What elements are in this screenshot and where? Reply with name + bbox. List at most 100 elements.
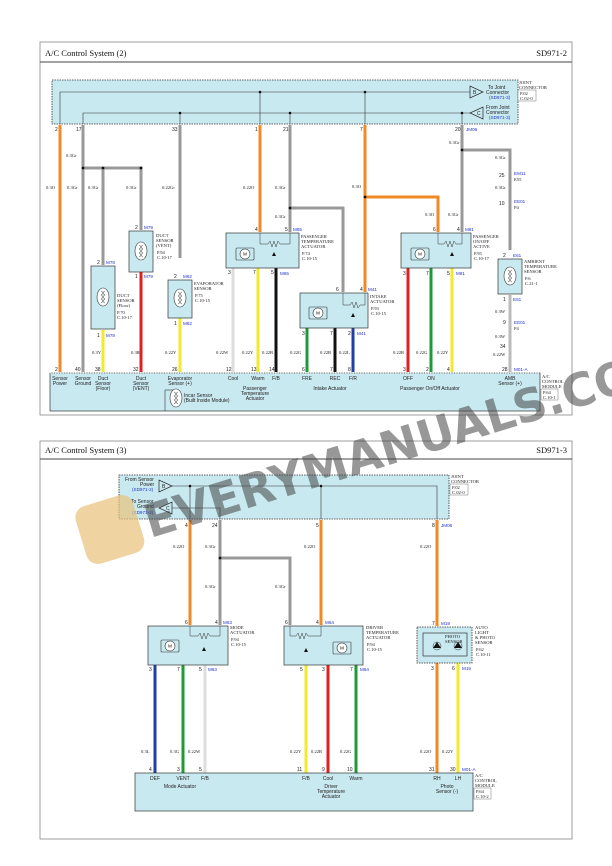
- svg-text:Duct: Duct: [98, 376, 109, 382]
- svg-text:P.62: P.62: [476, 647, 484, 652]
- wires: [153, 520, 460, 773]
- evaporator-sensor[interactable]: 2 M62 1 M62 EVAPORATOR SENSOR P.75 C.10-…: [167, 274, 225, 327]
- svg-text:2: 2: [55, 127, 58, 133]
- svg-text:Evaporator: Evaporator: [168, 376, 193, 382]
- to-joint-label: To Joint: [488, 85, 506, 91]
- svg-text:4: 4: [149, 767, 152, 773]
- diagram-ac-control-system-3: A/C Control System (3) SD971-3 B From Se…: [39, 440, 573, 840]
- svg-text:AMB: AMB: [505, 376, 517, 382]
- svg-text:FRE: FRE: [302, 376, 313, 382]
- svg-text:C: C: [477, 111, 481, 117]
- jm06-link[interactable]: JM06: [466, 127, 478, 132]
- driver-temperature-actuator[interactable]: 6 4 M64 5 3 7 M64 DRIVER TEMPERATURE ACT…: [283, 620, 399, 673]
- svg-text:5: 5: [271, 270, 274, 276]
- svg-text:0.3Gr: 0.3Gr: [67, 185, 78, 190]
- svg-text:P.02: P.02: [520, 91, 528, 96]
- ambient-temperature-sensor[interactable]: 2 E61 1 E61 AMBIENT TEMPERATURE SENSOR P…: [493, 253, 557, 357]
- svg-text:3: 3: [431, 666, 434, 672]
- svg-text:0.22Gr: 0.22Gr: [162, 185, 175, 190]
- to-joint-ref-link[interactable]: (SD971-3): [489, 95, 511, 100]
- svg-text:LIGHT: LIGHT: [475, 630, 489, 635]
- svg-text:CONTROL: CONTROL: [475, 778, 497, 783]
- svg-text:ACTUATOR: ACTUATOR: [370, 299, 395, 304]
- duct-sensor-floor[interactable]: 2 M78 1 M78 DUCT SENSOR (Floor) P.70 C.1…: [90, 260, 136, 339]
- svg-text:MODULE: MODULE: [542, 384, 562, 389]
- svg-text:4: 4: [447, 367, 450, 373]
- svg-text:6: 6: [302, 367, 305, 373]
- svg-text:P.93: P.93: [371, 306, 379, 311]
- em11-link[interactable]: EM11: [514, 171, 526, 176]
- svg-text:Sensor (+): Sensor (+): [168, 381, 192, 387]
- svg-text:Actuator: Actuator: [322, 794, 341, 800]
- svg-text:34: 34: [500, 344, 506, 350]
- svg-text:0.3Gr: 0.3Gr: [205, 584, 216, 589]
- svg-text:SENSOR: SENSOR: [156, 238, 175, 243]
- svg-text:B: B: [162, 484, 166, 490]
- svg-text:M41: M41: [368, 287, 377, 292]
- svg-text:M19: M19: [441, 621, 450, 626]
- svg-text:TEMPERATURE: TEMPERATURE: [366, 630, 399, 635]
- from-sensor-power-triangle: B: [158, 479, 173, 493]
- svg-text:M19: M19: [462, 666, 471, 671]
- svg-text:PASSENGER: PASSENGER: [473, 234, 500, 239]
- svg-text:TEMPERATURE: TEMPERATURE: [301, 239, 334, 244]
- svg-text:ACTIVE: ACTIVE: [473, 244, 490, 249]
- diagram-title: A/C Control System (2): [45, 48, 127, 58]
- svg-text:M81: M81: [465, 227, 474, 232]
- svg-text:M64: M64: [360, 667, 369, 672]
- svg-text:P.94: P.94: [367, 642, 375, 647]
- diagram-code: SD971-2: [536, 48, 567, 58]
- duct-sensor-vent[interactable]: 2 M79 1 M79 DUCT SENSOR (VENT) P.94 C.10…: [128, 225, 175, 280]
- svg-text:28: 28: [502, 367, 508, 373]
- svg-text:4: 4: [316, 620, 319, 626]
- m01a-link[interactable]: M01-A: [514, 367, 528, 372]
- svg-text:EE01: EE01: [514, 320, 526, 325]
- svg-text:ON/OFF: ON/OFF: [473, 239, 490, 244]
- auto-light-photo-sensor[interactable]: PHOTO SENSOR 7 M19 3 6 M19 AUTO LIGHT & …: [416, 621, 496, 672]
- svg-text:P.70: P.70: [117, 310, 125, 315]
- svg-text:20: 20: [455, 127, 461, 133]
- from-joint-ref-link[interactable]: (SD971-3): [489, 115, 511, 120]
- svg-text:& PHOTO: & PHOTO: [475, 635, 496, 640]
- svg-text:C.21-1: C.21-1: [525, 281, 538, 286]
- svg-text:ON: ON: [427, 376, 435, 382]
- passenger-temperature-actuator[interactable]: 4 5 M65 3 7 5 M65 PASSENGER TEMPERATURE …: [225, 227, 334, 276]
- from-sensor-power-link[interactable]: (SD971-2): [132, 487, 154, 492]
- svg-text:Warm: Warm: [349, 776, 362, 782]
- jm06-link[interactable]: JM06: [441, 523, 453, 528]
- diagram-title: A/C Control System (3): [45, 445, 127, 455]
- svg-text:5: 5: [447, 271, 450, 277]
- svg-text:5: 5: [199, 667, 202, 673]
- svg-text:M65: M65: [280, 271, 289, 276]
- svg-text:SENSOR: SENSOR: [524, 269, 543, 274]
- svg-text:0.22W: 0.22W: [493, 352, 506, 357]
- ee01-link[interactable]: EE01: [514, 199, 526, 204]
- svg-text:Sensor: Sensor: [133, 381, 149, 387]
- svg-text:0.3Gr: 0.3Gr: [275, 214, 286, 219]
- svg-text:DRIVER: DRIVER: [366, 625, 384, 630]
- svg-text:0.3Gr: 0.3Gr: [88, 185, 99, 190]
- svg-text:Duct: Duct: [136, 376, 147, 382]
- svg-text:0.22R: 0.22R: [311, 749, 323, 754]
- svg-text:0.22G: 0.22G: [416, 350, 428, 355]
- svg-text:0.3Gr: 0.3Gr: [205, 544, 216, 549]
- svg-text:M64: M64: [325, 620, 334, 625]
- svg-text:M63: M63: [208, 667, 217, 672]
- svg-text:From Joint: From Joint: [486, 105, 510, 111]
- svg-text:0.22O: 0.22O: [173, 544, 185, 549]
- svg-text:P.94: P.94: [157, 250, 165, 255]
- svg-text:2: 2: [135, 225, 138, 231]
- passenger-onoff-actuator[interactable]: 6 4 M81 3 7 5 M81 PASSENGER ON/OFF ACTIV…: [400, 227, 500, 277]
- m01a-link[interactable]: M01-A: [462, 767, 476, 772]
- mode-actuator[interactable]: 6 4 M63 3 7 5 M63 MODE ACTUATOR P.94 C.1…: [147, 620, 255, 673]
- svg-text:7: 7: [350, 667, 353, 673]
- svg-text:Sensor: Sensor: [95, 381, 111, 387]
- svg-text:(VENT): (VENT): [133, 386, 150, 392]
- svg-text:3: 3: [322, 667, 325, 673]
- svg-text:5: 5: [300, 667, 303, 673]
- svg-text:P.6: P.6: [525, 276, 531, 281]
- to-sensor-ground-link[interactable]: (SD971-2): [132, 510, 154, 515]
- intake-actuator[interactable]: 6 4 M41 3 7 2 M41 INTAKE ACTUATOR P.93 C…: [299, 287, 395, 337]
- svg-text:3: 3: [403, 367, 406, 373]
- svg-text:9: 9: [503, 320, 506, 326]
